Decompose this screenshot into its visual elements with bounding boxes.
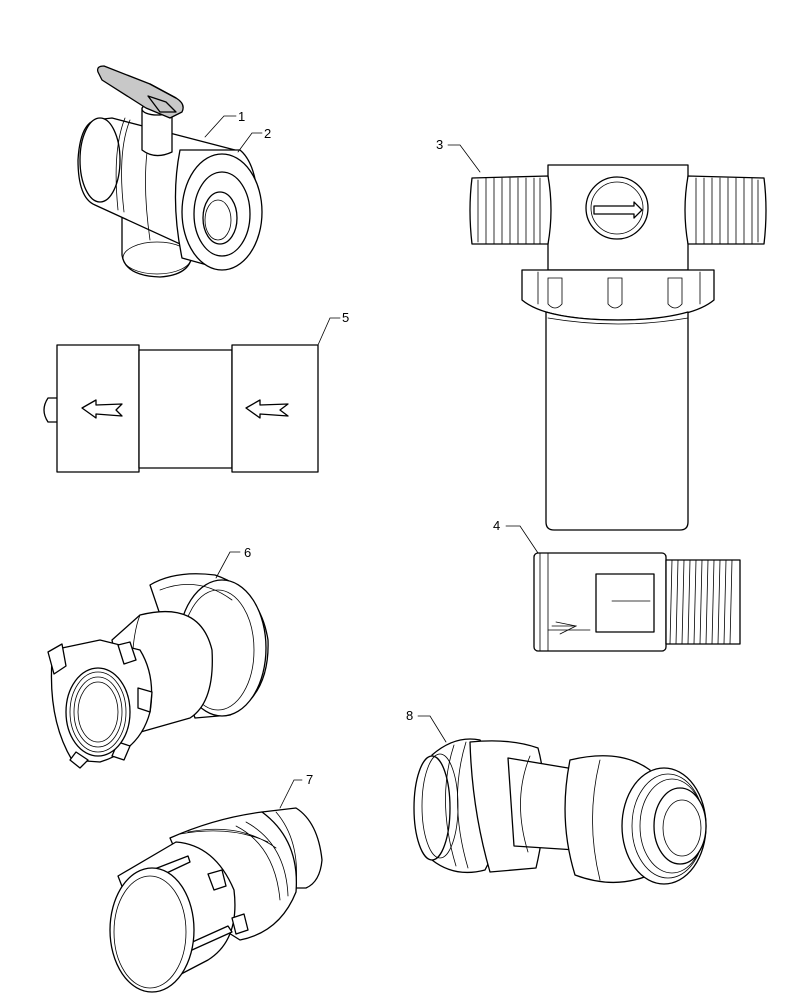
ball-valve [77, 65, 263, 278]
callout-1-label: 1 [238, 109, 245, 124]
callout-5: 5 [342, 310, 349, 325]
reducing-union [413, 715, 707, 885]
callout-8: 8 [406, 708, 413, 723]
check-valve [43, 317, 341, 473]
callout-6: 6 [244, 545, 251, 560]
inline-filter [447, 144, 767, 531]
threaded-coupling [47, 551, 269, 769]
callout-2-label: 2 [264, 126, 271, 141]
callout-7-label: 7 [306, 772, 313, 787]
callout-3: 3 [436, 137, 443, 152]
callout-4-label: 4 [493, 518, 500, 533]
threaded-adapter [505, 525, 741, 652]
callout-3-label: 3 [436, 137, 443, 152]
end-plug [109, 779, 323, 993]
callout-4: 4 [493, 518, 500, 533]
callout-7: 7 [306, 772, 313, 787]
callout-2: 2 [264, 126, 271, 141]
callout-8-label: 8 [406, 708, 413, 723]
callout-5-label: 5 [342, 310, 349, 325]
callout-1: 1 [238, 109, 245, 124]
callout-6-label: 6 [244, 545, 251, 560]
